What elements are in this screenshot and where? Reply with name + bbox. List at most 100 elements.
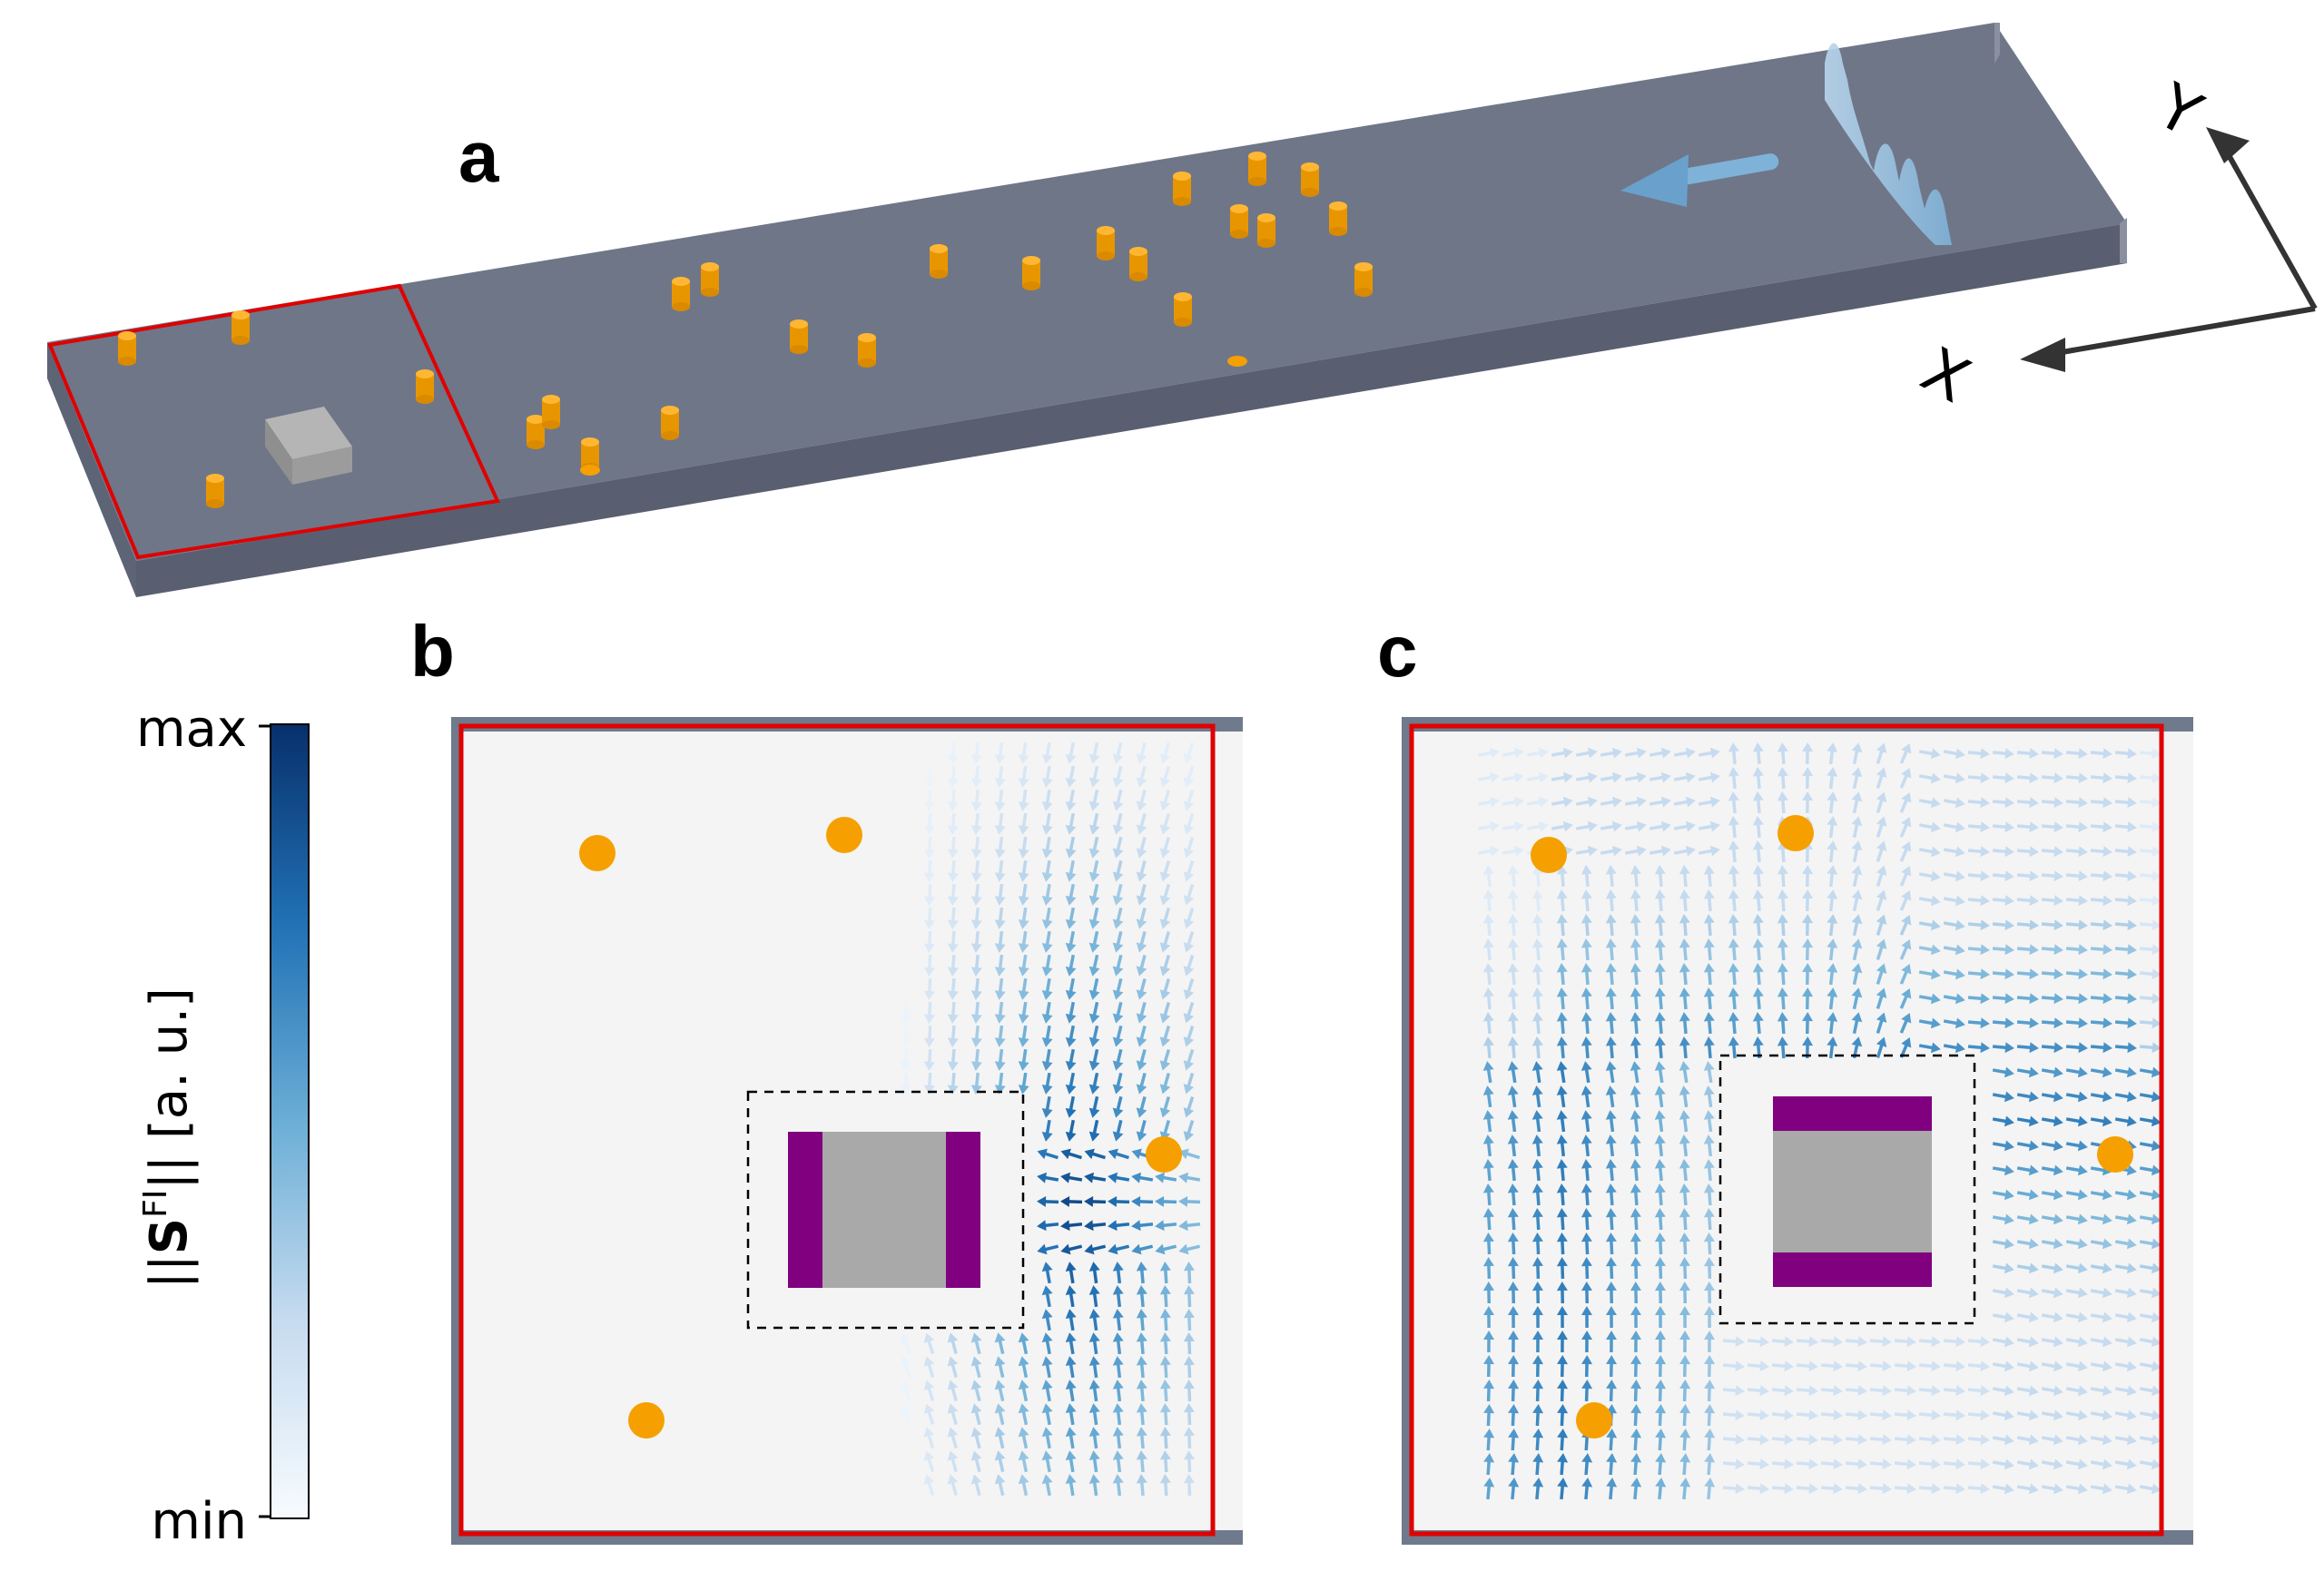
flux-arrow (1630, 1061, 1641, 1084)
flux-arrow (1065, 1262, 1077, 1284)
flux-arrow (1992, 1262, 2014, 1274)
flux-arrow (1136, 1072, 1147, 1095)
flux-arrow (1894, 1385, 1916, 1397)
colorbar-max-label: max (136, 700, 247, 759)
flux-arrow (2016, 1311, 2039, 1323)
flux-arrow (1483, 1331, 1495, 1353)
flux-arrow (1088, 1380, 1100, 1402)
colorbar-min-label: min (151, 1492, 247, 1551)
flux-arrow (1088, 1095, 1100, 1118)
flux-arrow (1943, 821, 1965, 833)
flux-arrow (947, 1001, 959, 1024)
flux-arrow (1845, 1360, 1867, 1372)
flux-arrow (1728, 1036, 1739, 1059)
flux-arrow (1018, 1001, 1029, 1024)
channel-back-wall (1994, 23, 2000, 64)
flux-arrow (923, 1380, 935, 1401)
flux-arrow (1747, 1483, 1769, 1495)
flux-arrow (2065, 1360, 2088, 1372)
flux-arrow (1992, 870, 2014, 882)
flux-arrow (1992, 1140, 2014, 1152)
flux-arrow (1084, 1220, 1107, 1232)
flux-arrow (2139, 748, 2162, 760)
flux-arrow (1943, 968, 1965, 980)
flux-arrow (994, 1474, 1006, 1497)
flux-arrow (1728, 816, 1739, 839)
flux-arrow (1557, 1331, 1569, 1353)
flux-arrow (1136, 1356, 1147, 1379)
flux-arrow (947, 1403, 959, 1426)
flux-arrow (1065, 930, 1077, 953)
flux-arrow (1796, 1360, 1818, 1372)
flux-arrow (994, 954, 1006, 977)
flux-arrow (1698, 820, 1720, 832)
flux-arrow (1136, 836, 1147, 859)
flux-arrow (2090, 1066, 2112, 1078)
flux-arrow (2114, 1458, 2137, 1470)
flux-arrow (1041, 859, 1053, 882)
panel-c-scatterer-bottom-edge (1773, 1252, 1932, 1287)
flux-arrow (1673, 796, 1696, 808)
flux-arrow (1827, 742, 1838, 765)
flux-arrow (1581, 1380, 1593, 1402)
flux-arrow (2090, 1189, 2112, 1201)
flux-arrow (970, 1001, 982, 1024)
panel-c: c (1377, 611, 2193, 1545)
flux-arrow (1183, 955, 1195, 977)
flux-arrow (1526, 820, 1549, 832)
flux-arrow (2065, 1311, 2088, 1323)
flux-arrow (1943, 1360, 1965, 1372)
flux-arrow (2041, 1066, 2063, 1078)
flux-arrow (1065, 1474, 1077, 1497)
flux-arrow (1065, 1048, 1077, 1071)
flux-arrow (1654, 1208, 1666, 1231)
flux-arrow (1679, 1159, 1690, 1182)
flux-arrow (1112, 1427, 1124, 1449)
flux-arrow (1018, 1048, 1029, 1071)
flux-arrow (970, 836, 982, 859)
pillar (231, 310, 250, 345)
flux-arrow (1918, 797, 1941, 809)
flux-arrow (1136, 1332, 1147, 1355)
flux-arrow (1943, 1017, 1965, 1029)
flux-arrow (1605, 987, 1617, 1010)
flux-arrow (1526, 771, 1549, 783)
flux-arrow (1624, 796, 1647, 808)
flux-arrow (1065, 1119, 1077, 1142)
flux-arrow (1556, 938, 1568, 961)
flux-arrow (2016, 1360, 2039, 1372)
flux-arrow (1041, 812, 1053, 835)
flux-arrow (1112, 836, 1124, 859)
flux-arrow (2139, 968, 2162, 980)
flux-arrow (1752, 1012, 1764, 1035)
flux-arrow (1037, 1148, 1059, 1160)
flux-arrow (1483, 1404, 1495, 1427)
pillar-group (118, 152, 1373, 508)
flux-arrow (1876, 742, 1887, 764)
flux-arrow (1088, 1072, 1100, 1095)
flux-arrow (1605, 1012, 1617, 1035)
flux-arrow (1531, 914, 1543, 937)
flux-arrow (1041, 1072, 1053, 1095)
panel-c-scatterer-top-edge (1773, 1096, 1932, 1131)
flux-arrow (970, 977, 982, 1000)
flux-arrow (1752, 791, 1764, 814)
flux-arrow (1606, 1380, 1618, 1402)
panel-b-scatterer-left-edge (788, 1132, 822, 1288)
flux-arrow (1851, 742, 1863, 765)
flux-arrow (1827, 889, 1838, 912)
flux-arrow (1183, 1309, 1195, 1331)
flux-arrow (1605, 938, 1617, 961)
flux-arrow (1065, 977, 1077, 1000)
flux-arrow (1728, 938, 1739, 961)
flux-arrow (1507, 1134, 1519, 1157)
flux-arrow (1698, 796, 1720, 808)
flux-arrow (1703, 1061, 1715, 1084)
flux-arrow (1752, 889, 1764, 912)
flux-arrow (1088, 1001, 1100, 1024)
flux-arrow (1679, 1208, 1690, 1231)
flux-arrow (1605, 1036, 1617, 1059)
flux-arrow (2041, 1434, 2063, 1446)
flux-arrow (1992, 895, 2014, 907)
flux-arrow (2090, 1311, 2112, 1323)
